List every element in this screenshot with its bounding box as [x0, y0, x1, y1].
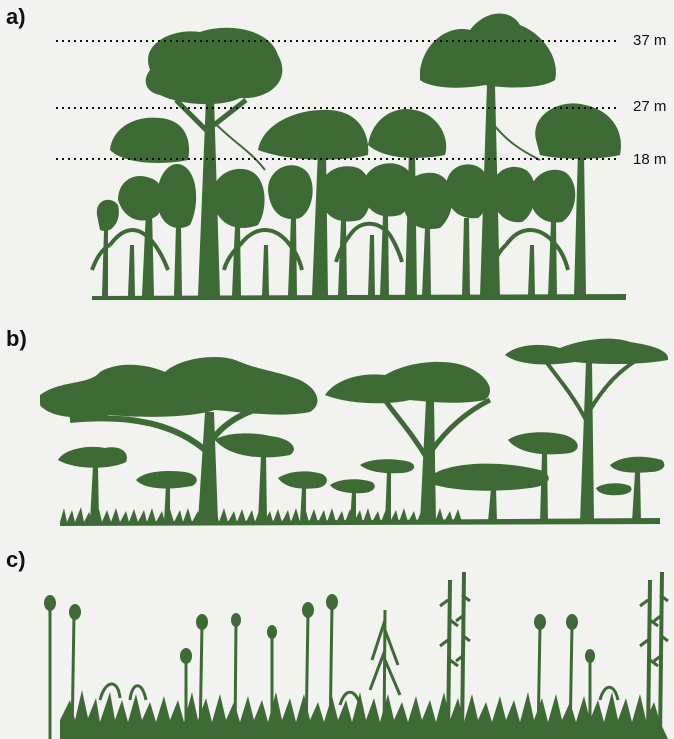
rainforest-panel [56, 14, 626, 300]
grassland-panel [44, 572, 668, 739]
savanna-panel [40, 339, 668, 526]
